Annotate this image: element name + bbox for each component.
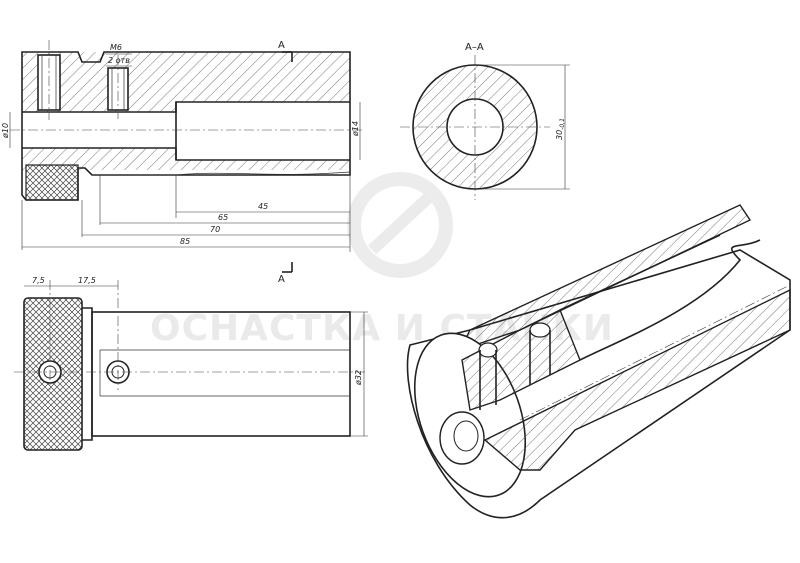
dim-45: 45 [258, 202, 268, 211]
dim-bottom-outer: ø32 [354, 370, 363, 386]
dim-65: 65 [218, 213, 228, 222]
dim-bore-right: ø14 [351, 121, 360, 137]
cut-marker-bottom: А [278, 274, 285, 285]
dim-17-5: 17,5 [78, 276, 96, 285]
dim-85: 85 [180, 237, 190, 246]
iso-lower-section-hatch [483, 288, 791, 471]
front-lower-section-hatch [22, 148, 350, 170]
iso-body-outline [406, 249, 791, 519]
dim-7-5: 7,5 [32, 276, 45, 285]
front-view: М6 2 отв А ø10 ø14 45 65 70 85 [1, 40, 365, 252]
dim-section-outer: 30-0,1 [555, 118, 566, 140]
bottom-view: 7,5 17,5 А ø32 [14, 262, 368, 451]
section-aa-view: А–А 30-0,1 [400, 42, 570, 200]
holes-note: 2 отв [108, 56, 130, 65]
isometric-cutaway [406, 204, 791, 519]
section-label: А–А [465, 42, 484, 53]
cut-marker-top: А [278, 40, 285, 51]
watermark-logo-icon [347, 172, 453, 278]
bottom-body [91, 311, 351, 437]
thread-note: М6 [110, 43, 122, 52]
dim-70: 70 [210, 225, 220, 234]
front-knurl [25, 164, 79, 201]
front-upper-section-hatch [22, 52, 350, 112]
dim-bore-left: ø10 [1, 123, 10, 139]
